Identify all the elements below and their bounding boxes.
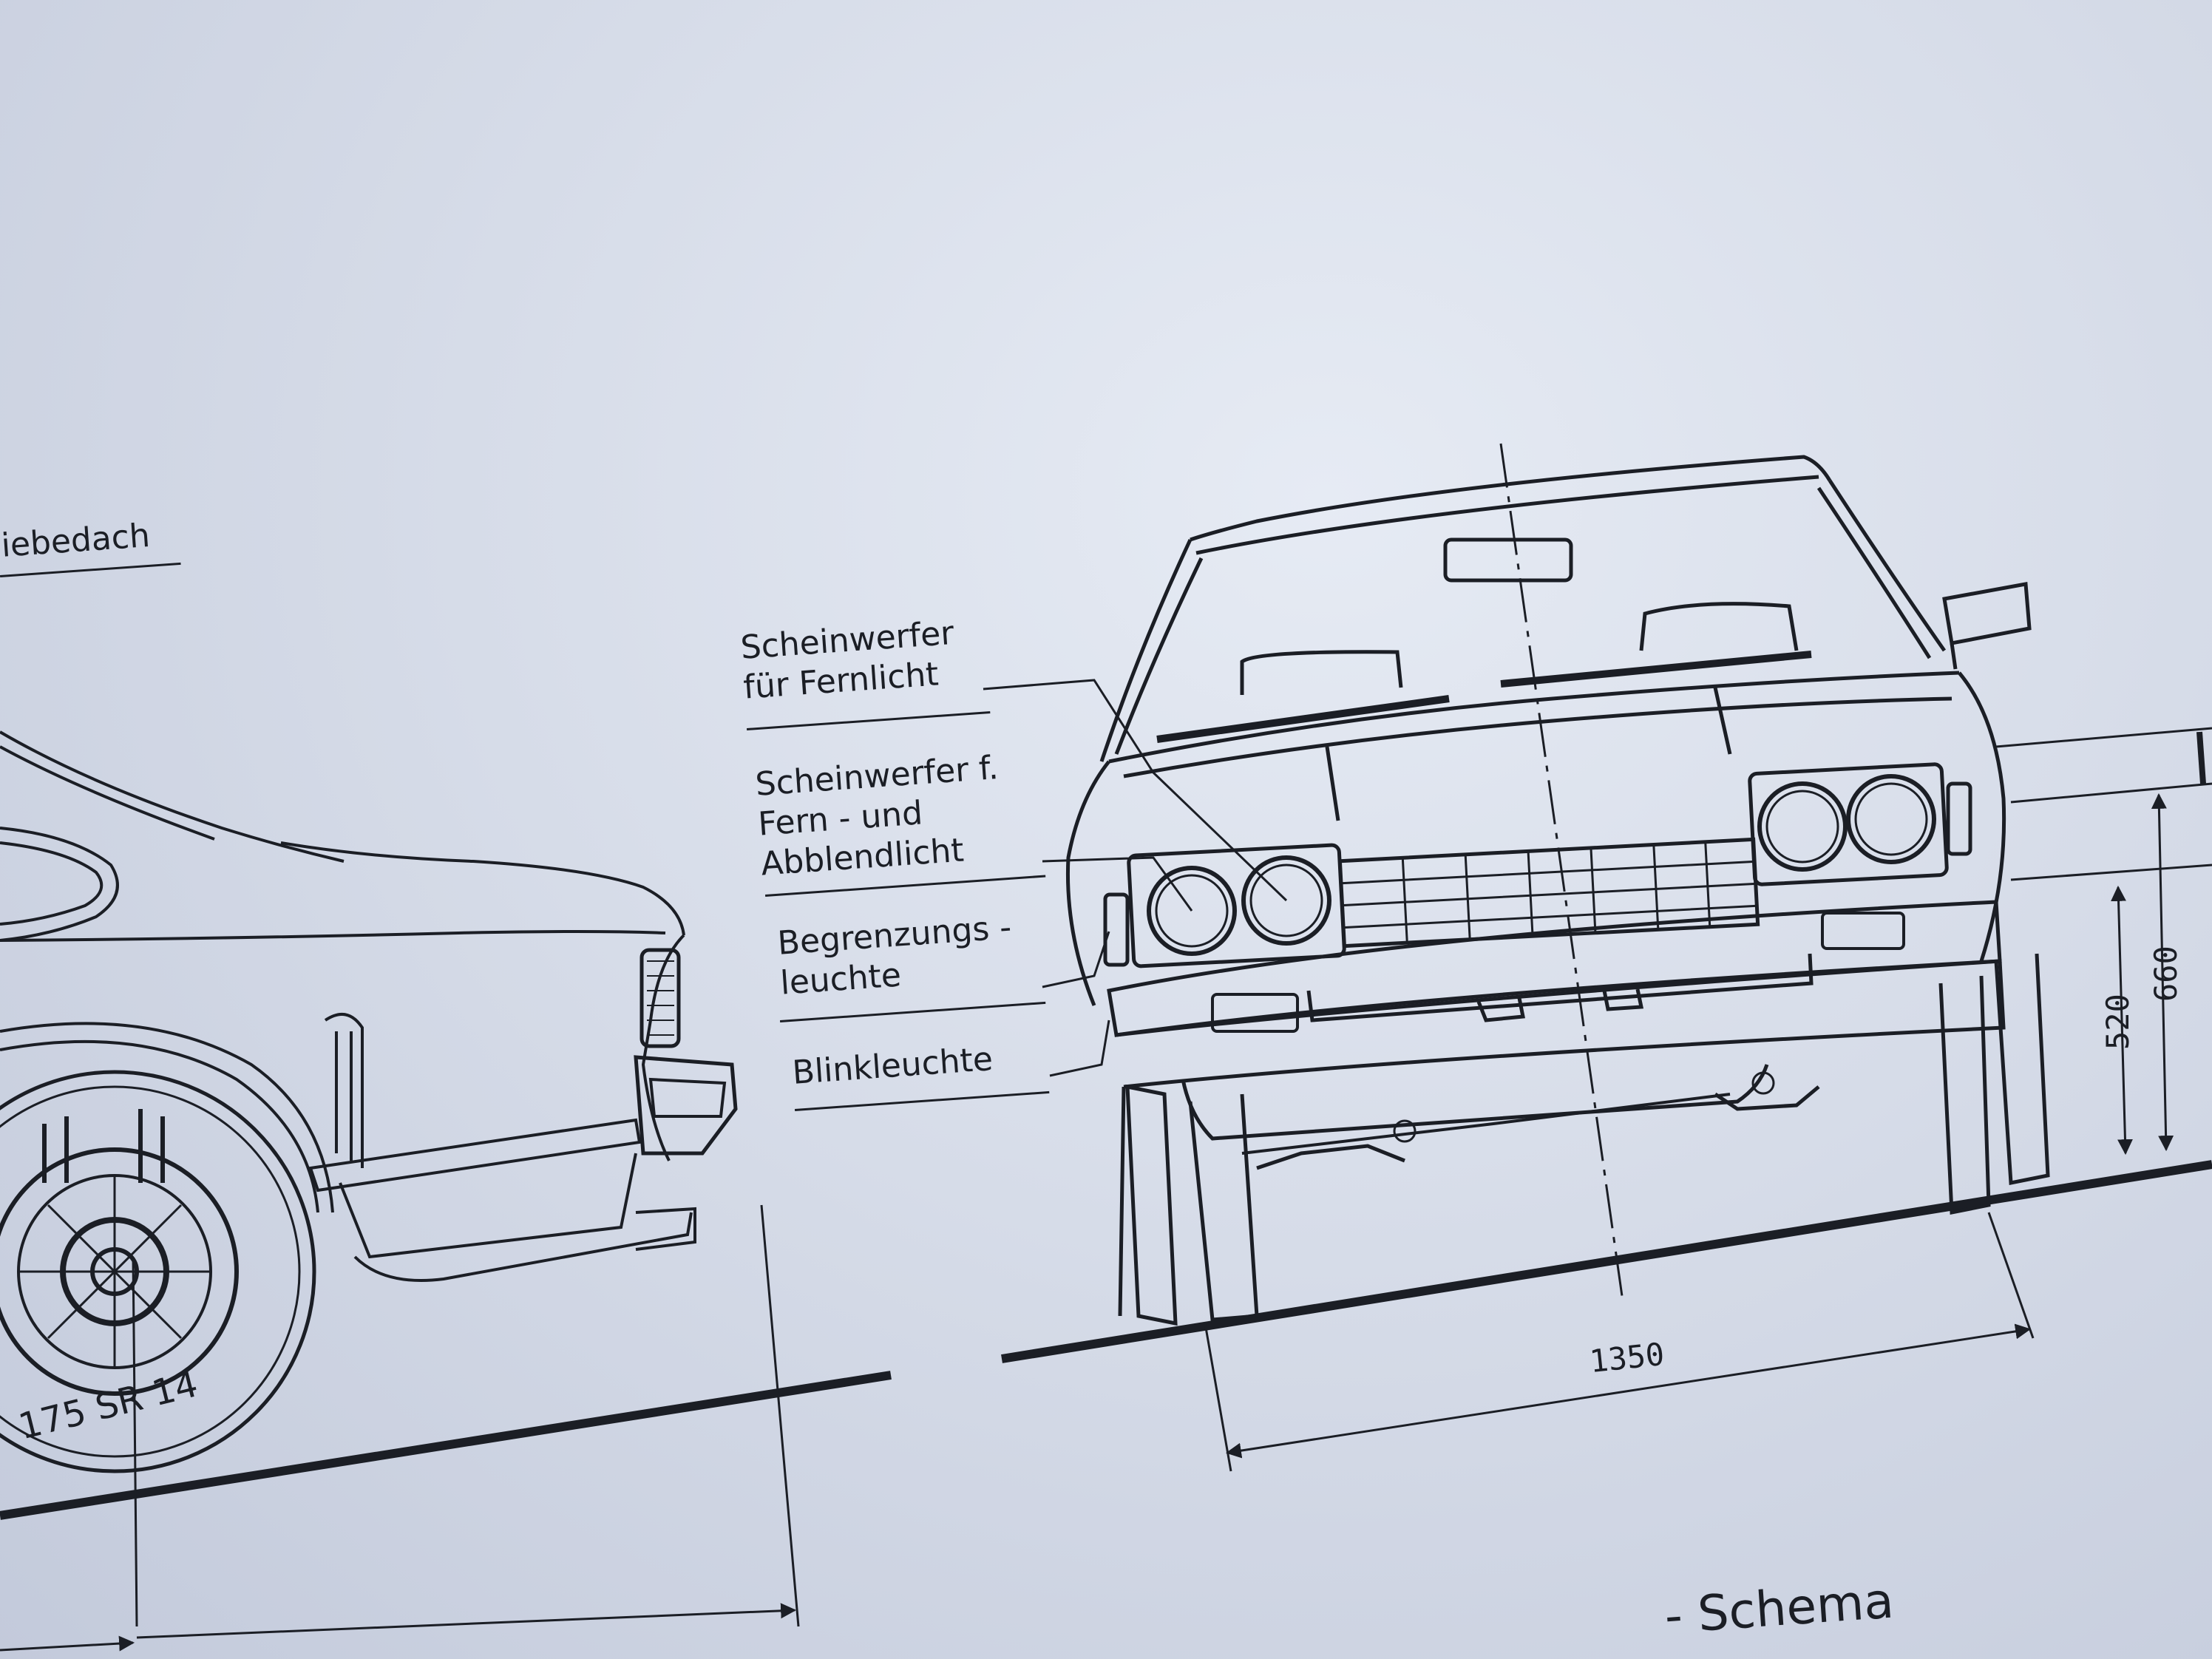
side-view-car — [0, 730, 738, 1282]
front-view-car — [1065, 455, 2050, 1326]
side-dimension-lines — [0, 1204, 800, 1652]
dimension-height-high: 660 — [2148, 946, 2184, 1002]
dimension-value: 660 — [2148, 946, 2184, 1002]
ground-line — [0, 1160, 2212, 1520]
label-scheinwerfer-fernlicht: Scheinwerfer für Fernlicht — [739, 614, 958, 708]
label-begrenzungsleuchte: Begrenzungs - leuchte — [776, 908, 1016, 1004]
label-scheinwerfer-fern-abblendlicht: Scheinwerfer f. Fern - und Abblendlicht — [754, 748, 1005, 885]
callout-leader-lines — [983, 679, 1288, 1077]
dimension-value: 520 — [2100, 994, 2136, 1050]
front-dimension-lines — [1204, 727, 2212, 1472]
dimension-height-low: 520 — [2100, 994, 2136, 1050]
schema-title: - Schema — [1663, 1572, 1896, 1644]
side-view-wheel — [0, 1070, 316, 1473]
center-axis-line — [1499, 443, 1624, 1302]
